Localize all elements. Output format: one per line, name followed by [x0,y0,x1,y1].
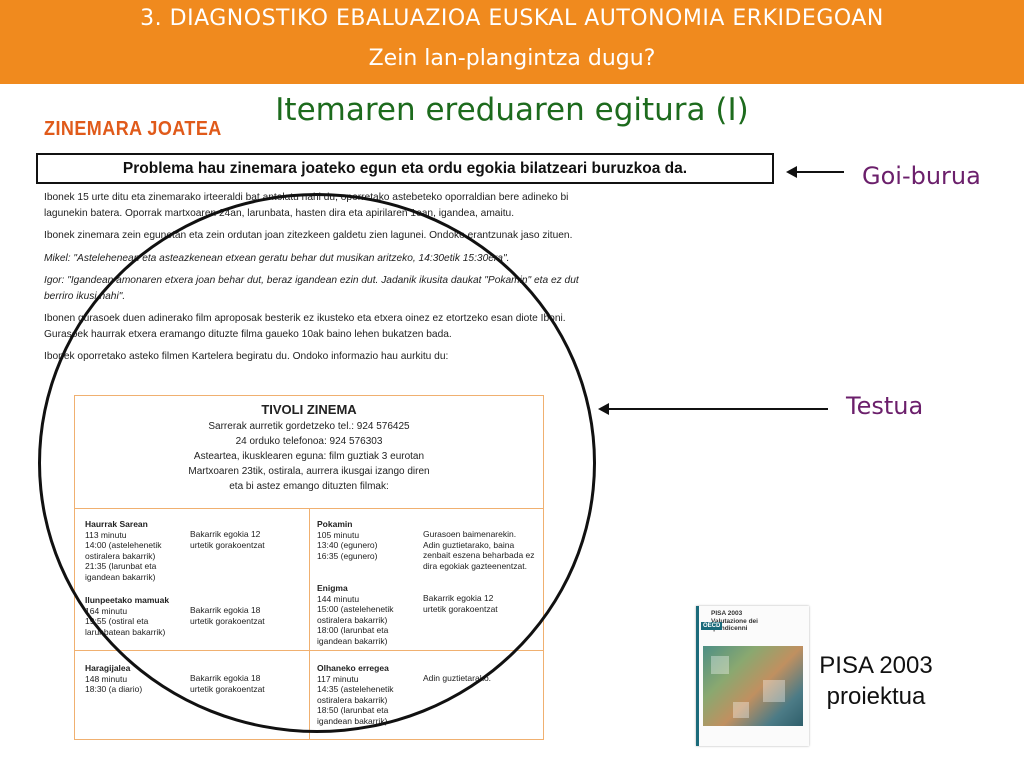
header-subtitle: Zein lan-plangintza dugu? [368,46,656,71]
pisa-cover-title: PISA 2003 Valutazione dei quindicenni [711,610,758,632]
cinema-listing: TIVOLI ZINEMA Sarrerak aurretik gordetze… [74,395,544,740]
cinema-header: TIVOLI ZINEMA Sarrerak aurretik gordetze… [75,396,543,509]
text-arrow [598,403,828,415]
grid-divider [309,509,310,740]
film-cell: Haragijalea 148 minutu 18:30 (a diario) [85,663,189,695]
story-paragraph: Ibonek oporretako asteko filmen Karteler… [44,351,449,362]
film-details: 105 minutu 13:40 (egunero) 16:35 (eguner… [317,529,378,561]
film-rating: Adin guztietarako. [423,673,492,683]
story-paragraph: Ibonek zinemara zein egunetan eta zein o… [44,230,573,241]
story-paragraph: Mikel: "Astelehenean eta asteazkenean et… [44,252,510,264]
film-rating: Gurasoen baimenarekin. Adin guztietarako… [423,529,535,571]
pisa-label-line: proiektua [826,683,926,710]
film-details: 164 minutu 19:55 (ostiral eta larunbatea… [85,605,166,637]
film-title: Olhaneko erregea [317,663,389,673]
cover-decoration [733,702,749,718]
cinema-line: eta bi astez emango dituzten filmak: [229,481,389,492]
text-label: Testua [846,392,924,420]
header-title: 3. DIAGNOSTIKO EBALUAZIOA EUSKAL AUTONOM… [140,6,884,31]
pisa-label-line: PISA 2003 [819,652,933,679]
film-cell: Pokamin 105 minutu 13:40 (egunero) 16:35… [317,519,417,561]
grid-divider [75,650,543,651]
oecd-logo: OECD [701,622,723,630]
film-title: Enigma [317,583,348,593]
story-paragraph: Igor: "Igandean amonaren etxera joan beh… [44,275,579,302]
film-title: Haurrak Sarean [85,519,148,529]
cinema-name: TIVOLI ZINEMA [261,402,357,417]
film-title: Haragijalea [85,663,131,673]
cover-decoration [711,656,729,674]
cinema-line: 24 orduko telefonoa: 924 576303 [235,436,383,447]
document-heading: ZINEMARA JOATEA [44,118,222,140]
goal-arrow [786,166,844,178]
cinema-line: Sarrerak aurretik gordetzeko tel.: 924 5… [208,421,410,432]
film-rating: Bakarrik egokia 12 urtetik gorakoentzat [190,529,265,550]
cover-photo [703,646,803,726]
story-paragraph: Ibonen gurasoek duen adinerako film apro… [44,313,566,340]
film-rating: Bakarrik egokia 18 urtetik gorakoentzat [190,605,265,626]
cover-decoration [763,680,785,702]
film-cell: Ilunpeetako mamuak 164 minutu 19:55 (ost… [85,595,189,637]
film-cell: Enigma 144 minutu 15:00 (astelehenetik o… [317,583,417,646]
film-cell: Haurrak Sarean 113 minutu 14:00 (asteleh… [85,519,189,582]
film-details: 117 minutu 14:35 (astelehenetik ostirale… [317,673,394,726]
slide-title: Itemaren ereduaren egitura (I) [275,92,749,128]
cinema-line: Astearteа, ikusklearen eguna: film guzti… [193,451,425,462]
slide-header: 3. DIAGNOSTIKO EBALUAZIOA EUSKAL AUTONOM… [0,0,1024,84]
goal-label: Goi-burua [862,162,981,190]
film-rating: Bakarrik egokia 18 urtetik gorakoentzat [190,673,265,694]
film-details: 144 minutu 15:00 (astelehenetik ostirale… [317,593,394,646]
film-details: 113 minutu 14:00 (astelehenetik ostirale… [85,529,162,582]
pisa-label: PISA 2003 proiektua [806,650,946,712]
film-cell: Olhaneko erregea 117 minutu 14:35 (astel… [317,663,417,726]
goal-statement-box: Problema hau zinemara joateko egun eta o… [36,153,774,184]
cinema-line: Martxoaren 23tik, ostirala, aurrera ikus… [188,466,430,477]
film-title: Pokamin [317,519,353,529]
story-paragraph: Ibonek 15 urte ditu eta zinemarako irtee… [44,192,569,219]
arrow-head-icon [786,166,797,178]
pisa-report-cover: PISA 2003 Valutazione dei quindicenni OE… [696,606,809,746]
film-details: 148 minutu 18:30 (a diario) [85,673,143,695]
film-rating: Bakarrik egokia 12 urtetik gorakoentzat [423,593,498,614]
film-title: Ilunpeetako mamuak [85,595,170,605]
story-text: Ibonek 15 urte ditu eta zinemarako irtee… [44,190,586,372]
arrow-head-icon [598,403,609,415]
